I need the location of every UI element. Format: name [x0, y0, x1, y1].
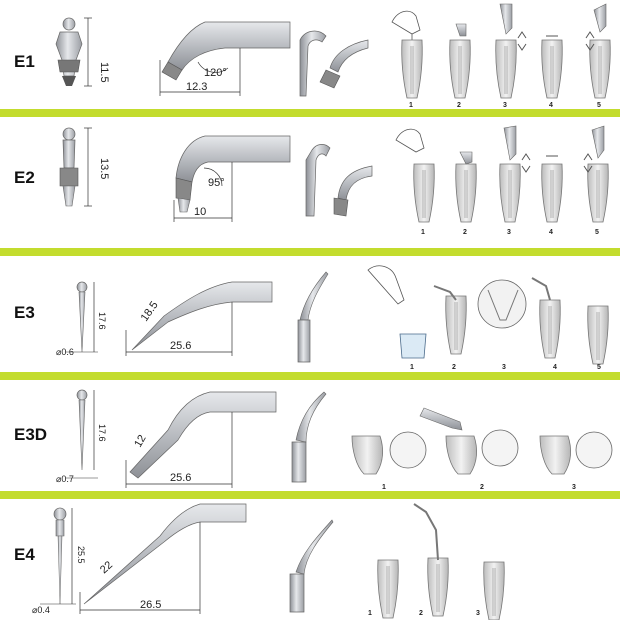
e1-tip-front-view: 11.5 — [55, 17, 110, 87]
e1-handpiece-views — [299, 30, 369, 97]
e3d-handpiece-view — [291, 391, 327, 483]
tip-label-e4: E4 — [14, 545, 35, 564]
tip-label-e2: E2 — [14, 168, 35, 187]
dim-e3-tip: 17.6 — [97, 312, 107, 330]
dim-e4-shaft: 22 — [98, 559, 115, 576]
step-label: 3 — [572, 484, 576, 491]
dim-e1-base: 12.3 — [186, 81, 207, 93]
tip-label-e3: E3 — [14, 303, 35, 322]
e4-procedure-steps: 1 2 3 — [368, 503, 505, 620]
step-label: 2 — [457, 102, 461, 109]
e2-tip-side-view: 10 95° — [173, 135, 291, 222]
separator-bar — [0, 109, 620, 117]
dim-e3d-base: 25.6 — [170, 472, 191, 484]
step-label: 1 — [421, 229, 425, 236]
e3-tip-side-view: 25.6 18.5 — [125, 281, 273, 356]
step-label: 1 — [409, 102, 413, 109]
step-label: 5 — [595, 229, 599, 236]
dim-e2-base: 10 — [194, 206, 206, 218]
step-label: 1 — [382, 484, 386, 491]
tip-label-e1: E1 — [14, 52, 35, 71]
step-label: 4 — [553, 364, 557, 371]
dim-e4-diameter: ⌀0.4 — [32, 605, 50, 615]
step-label: 5 — [597, 364, 601, 371]
step-label: 4 — [549, 102, 553, 109]
dim-e2-angle: 95° — [208, 177, 225, 189]
step-label: 2 — [480, 484, 484, 491]
e3-handpiece-view — [297, 271, 329, 363]
step-label: 2 — [463, 229, 467, 236]
dim-e2-tip: 13.5 — [98, 158, 110, 179]
e3d-procedure-steps: 1 2 3 — [351, 407, 613, 491]
dim-e1-angle: 120° — [204, 67, 227, 79]
e2-tip-front-view: 13.5 — [59, 127, 110, 207]
dim-e3-shaft: 18.5 — [139, 299, 161, 323]
e3d-tip-side-view: 25.6 12 — [125, 391, 277, 488]
e4-handpiece-view — [289, 519, 334, 613]
e3d-tip-front-view: 17.6 ⌀0.7 — [56, 389, 107, 484]
e2-handpiece-views — [305, 144, 373, 217]
step-label: 2 — [419, 610, 423, 617]
dim-e3d-shaft: 12 — [132, 433, 149, 450]
dim-e3-base: 25.6 — [170, 340, 191, 352]
separator-bar — [0, 248, 620, 256]
dim-e3d-diameter: ⌀0.7 — [56, 474, 74, 484]
dim-e3d-tip: 17.6 — [97, 424, 107, 442]
tip-label-e3d: E3D — [14, 425, 48, 444]
dim-e4-base: 26.5 — [140, 599, 161, 611]
step-label: 1 — [410, 364, 414, 371]
separator-bar — [0, 372, 620, 380]
e3-procedure-steps: 1 2 3 4 5 — [367, 265, 609, 371]
step-label: 2 — [452, 364, 456, 371]
step-label: 3 — [502, 364, 506, 371]
e1-procedure-steps: 1 2 3 4 5 — [391, 3, 611, 109]
step-label: 4 — [549, 229, 553, 236]
e2-procedure-steps: 1 2 3 4 5 — [395, 125, 609, 236]
e1-tip-side-view: 12.3 120° — [159, 21, 291, 96]
step-label: 1 — [368, 610, 372, 617]
e4-tip-front-view: 25.5 ⌀0.4 — [32, 507, 86, 615]
step-label: 3 — [503, 102, 507, 109]
step-label: 3 — [507, 229, 511, 236]
separator-bar — [0, 491, 620, 499]
e4-tip-side-view: 26.5 22 — [79, 503, 247, 614]
dim-e3-diameter: ⌀0.6 — [56, 347, 74, 357]
step-label: 5 — [597, 102, 601, 109]
e3-tip-front-view: 17.6 ⌀0.6 — [56, 281, 107, 357]
step-label: 3 — [476, 610, 480, 617]
dim-e1-tip: 11.5 — [98, 62, 110, 83]
dim-e4-tip: 25.5 — [76, 546, 86, 564]
